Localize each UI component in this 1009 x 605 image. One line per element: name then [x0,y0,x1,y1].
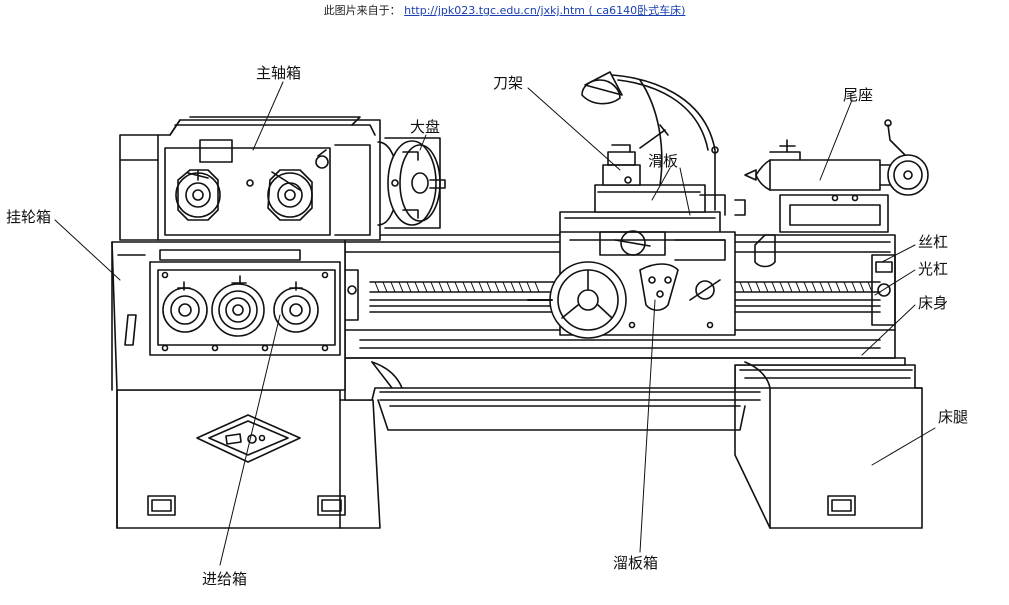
label-apron: 溜板箱 [613,554,659,572]
right-pedestal [734,364,923,529]
label-tool-post: 刀架 [493,74,524,92]
label-tailstock: 尾座 [843,86,874,104]
carriage [559,71,746,236]
label-carriage: 滑板 [648,152,679,170]
source-link[interactable]: http://jpk023.tgc.edu.cn/jxkj.htm ( ca61… [404,4,686,17]
chip-tray [344,357,906,431]
label-headstock: 主轴箱 [256,64,302,82]
source-prefix: 此图片来自于： [323,4,401,17]
label-change-gear-box: 挂轮箱 [6,208,52,226]
apron [527,230,776,339]
label-lead-screw: 丝杠 [918,233,949,251]
label-bed-leg: 床腿 [938,408,969,426]
leader-lines [54,81,936,566]
label-feed-rod: 光杠 [918,260,949,278]
feed-box [111,241,359,391]
source-caption: 此图片来自于： http://jpk023.tgc.edu.cn/jxkj.ht… [0,2,1009,18]
label-chuck: 大盘 [410,118,441,136]
headstock [119,116,381,241]
chuck [377,137,446,229]
tailstock [744,119,929,233]
label-feed-box: 进给箱 [202,570,248,588]
left-pedestal [116,389,381,529]
label-bed: 床身 [918,294,949,312]
